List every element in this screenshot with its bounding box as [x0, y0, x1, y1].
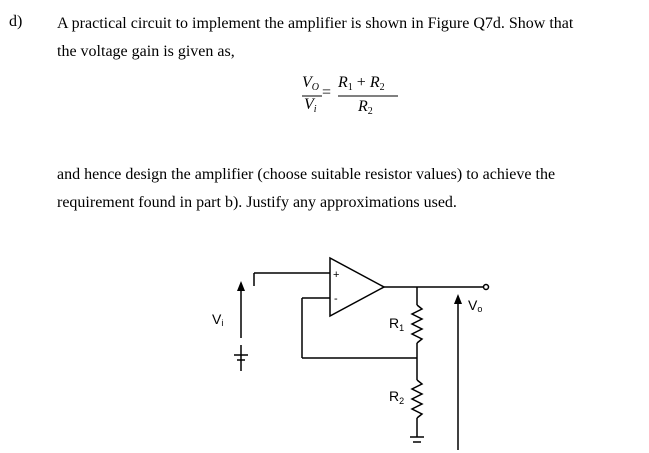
vi-arrowhead — [237, 281, 245, 291]
question-body: and hence design the amplifier (choose s… — [57, 161, 637, 217]
body-line-1: and hence design the amplifier (choose s… — [57, 166, 556, 183]
intro-line-1: A practical circuit to implement the amp… — [57, 15, 574, 32]
rhs-numerator: R1 + R2 — [338, 74, 385, 93]
rhs-denominator: R2 — [358, 98, 373, 117]
vo-label: Vo — [468, 297, 482, 314]
vi-label: Vi — [212, 311, 223, 328]
question-intro: A practical circuit to implement the amp… — [57, 10, 637, 66]
r2-resistor — [410, 379, 424, 419]
lhs-numerator: VO — [302, 74, 320, 93]
equals-sign: = — [322, 84, 332, 101]
output-terminal — [482, 283, 490, 291]
vo-arrowhead — [454, 294, 462, 304]
opamp-symbol — [329, 256, 386, 318]
r1-label: R1 — [389, 315, 404, 333]
body-line-2: requirement found in part b). Justify an… — [57, 194, 457, 211]
question-label: d) — [9, 13, 23, 30]
intro-line-2: the voltage gain is given as, — [57, 43, 235, 60]
opamp-minus-label: - — [334, 293, 338, 305]
r2-label: R2 — [389, 388, 404, 406]
lhs-denominator: Vi — [304, 96, 317, 115]
r1-resistor — [410, 304, 424, 344]
opamp-plus-label: + — [333, 269, 339, 281]
